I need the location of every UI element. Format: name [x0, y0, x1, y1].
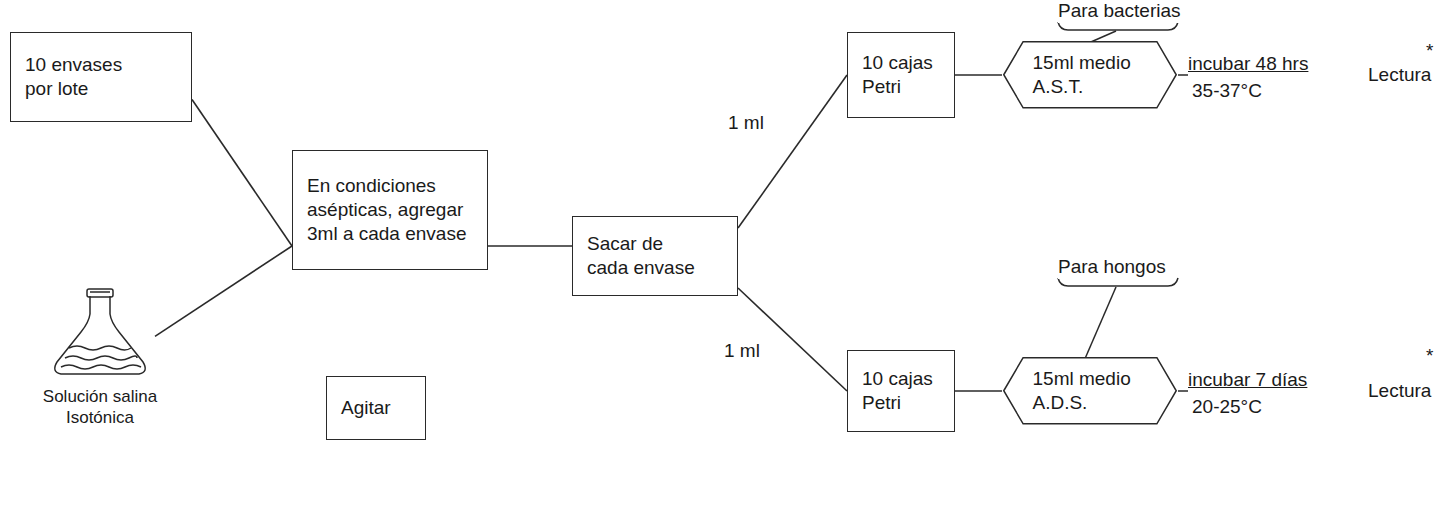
- connector-line: [955, 74, 1002, 76]
- connector-line: [738, 75, 847, 228]
- edge-label: 1 ml: [728, 112, 764, 135]
- connector-line: [192, 100, 292, 247]
- tie-line: [1178, 74, 1188, 76]
- process-box: 10 envases por lote: [10, 32, 192, 122]
- connector-line: [955, 390, 1002, 392]
- connector-line: [155, 246, 292, 336]
- incubation-temp: 20-25°C: [1192, 396, 1262, 419]
- incubation-temp: 35-37°C: [1192, 80, 1262, 103]
- node-text: 15ml medio A.D.S.: [1033, 367, 1148, 415]
- node-text: 15ml medio A.S.T.: [1033, 51, 1148, 99]
- medium-hexagon: 15ml medio A.D.S.: [1002, 357, 1178, 425]
- bracket: [1058, 278, 1178, 286]
- process-box: Sacar de cada envase: [572, 216, 738, 296]
- node-text: Sacar de cada envase: [587, 232, 707, 280]
- reading-step: Lectura: [1368, 380, 1431, 403]
- node-text: En condiciones asépticas, agregar 3ml a …: [307, 174, 473, 245]
- hexagon-outline: [1002, 41, 1178, 109]
- node-text: 10 cajas Petri: [862, 367, 940, 415]
- node-text: 10 envases por lote: [25, 53, 145, 101]
- incubation-time: incubar 48 hrs: [1188, 53, 1308, 76]
- hexagon-outline: [1002, 357, 1178, 425]
- flask-illustration: Solución salina Isotónica: [45, 288, 155, 376]
- flask-drawing: [45, 288, 155, 376]
- node-text: 10 cajas Petri: [862, 51, 940, 99]
- tie-line: [1178, 390, 1188, 392]
- connector-line: [488, 245, 572, 247]
- process-box: Agitar: [326, 376, 426, 440]
- process-box: En condiciones asépticas, agregar 3ml a …: [292, 150, 488, 270]
- node-text: Agitar: [341, 396, 411, 420]
- process-box: 10 cajas Petri: [847, 350, 955, 432]
- asterisk-mark: *: [1426, 40, 1433, 63]
- group-note: Para hongos: [1058, 256, 1166, 279]
- reading-step: Lectura: [1368, 64, 1431, 87]
- medium-hexagon: 15ml medio A.S.T.: [1002, 41, 1178, 109]
- process-box: 10 cajas Petri: [847, 32, 955, 118]
- incubation-time: incubar 7 días: [1188, 369, 1307, 392]
- asterisk-mark: *: [1426, 345, 1433, 368]
- leader-line: [1084, 287, 1116, 361]
- bracket: [1058, 22, 1178, 30]
- group-note: Para bacterias: [1058, 0, 1181, 23]
- edge-label: 1 ml: [724, 340, 760, 363]
- flask-caption: Solución salina Isotónica: [25, 386, 175, 429]
